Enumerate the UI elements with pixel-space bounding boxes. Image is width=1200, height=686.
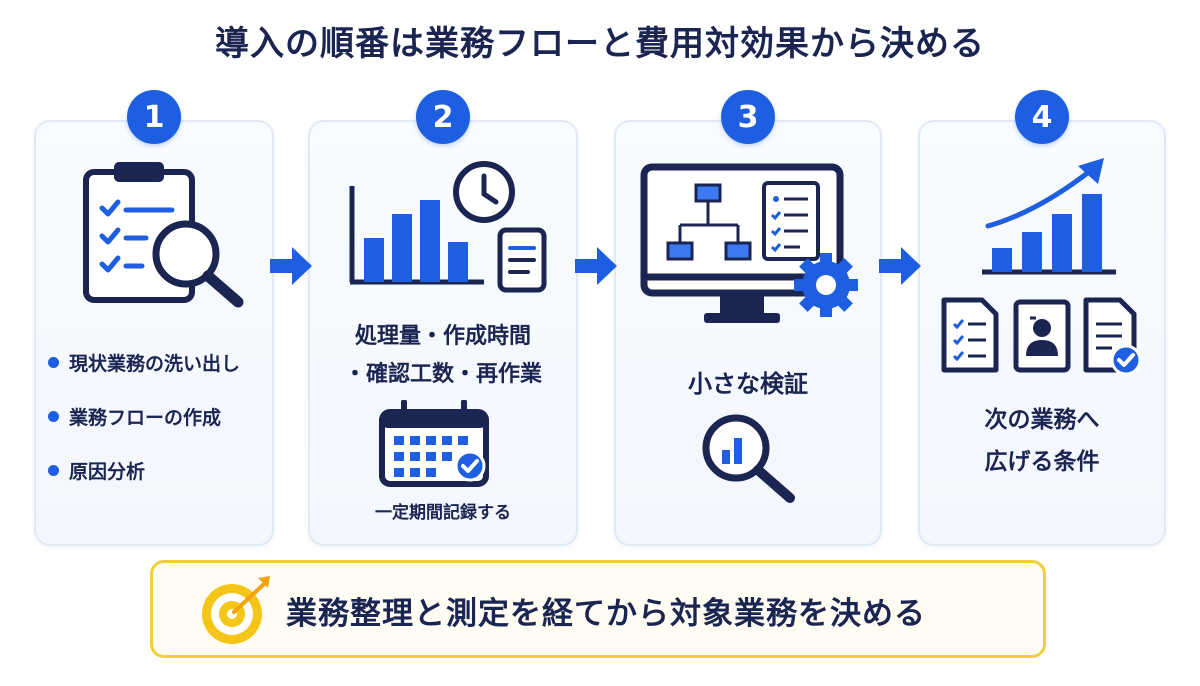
- arrow-right-icon: [879, 247, 921, 285]
- approved-doc-icon: [1083, 297, 1142, 376]
- bar-chart-clock-document-icon: [349, 161, 547, 293]
- list-item: 現状業務の洗い出し: [48, 348, 268, 376]
- monitor-flowchart-gear-icon: [640, 163, 858, 323]
- step4-label-line2: 広げる条件: [984, 449, 1100, 475]
- page-title: 導入の順番は業務フローと費用対効果から決める: [215, 24, 985, 64]
- step-number-badge-1: 1: [127, 90, 181, 144]
- checklist-doc-icon: [941, 297, 999, 373]
- step-number-badge-3: 3: [721, 90, 775, 144]
- step-number-badge-2: 2: [416, 90, 470, 144]
- conclusion-text: 業務整理と測定を経てから対象業務を決める: [286, 596, 926, 632]
- step4-label-line1: 次の業務へ: [984, 407, 1100, 433]
- list-item: 原因分析: [48, 456, 268, 484]
- bullet-dot-icon: [48, 464, 59, 476]
- step1-bullet-list: 現状業務の洗い出し 業務フローの作成 原因分析: [48, 348, 268, 510]
- clipboard-magnifier-icon: [83, 162, 244, 308]
- conclusion-banner: [150, 560, 1046, 658]
- calendar-check-icon: [379, 400, 489, 487]
- magnifier-chart-icon: [702, 414, 795, 503]
- bullet-dot-icon: [48, 410, 59, 422]
- list-item: 業務フローの作成: [48, 402, 268, 430]
- step2-metrics-line1: 処理量・作成時間: [354, 324, 531, 349]
- person-doc-icon: [1013, 299, 1071, 373]
- bullet-dot-icon: [48, 356, 59, 368]
- step3-label: 小さな検証: [688, 370, 808, 398]
- step2-record-label: 一定期間記録する: [375, 503, 511, 523]
- arrow-right-icon: [270, 247, 312, 285]
- step2-metrics-line2: ・確認工数・再作業: [343, 362, 542, 387]
- arrow-right-icon: [575, 247, 617, 285]
- growth-chart-icon: [982, 158, 1116, 275]
- step-number-badge-4: 4: [1015, 90, 1069, 144]
- target-icon: [202, 576, 270, 644]
